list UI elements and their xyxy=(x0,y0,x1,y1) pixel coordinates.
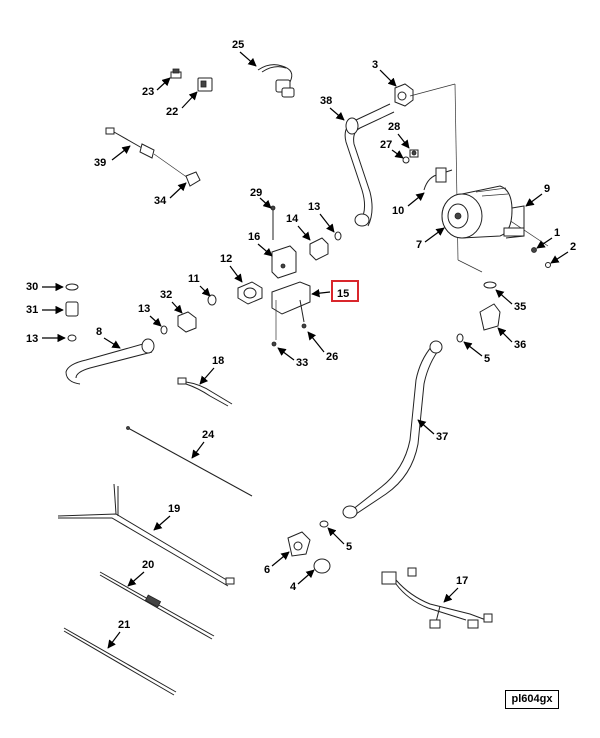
part-24-cable xyxy=(126,426,253,497)
part-23-clip xyxy=(170,68,182,79)
part-21-cable xyxy=(63,627,177,696)
callout-26: 26 xyxy=(326,351,338,363)
part-14-union xyxy=(309,237,329,261)
part-9-bracket xyxy=(503,205,525,239)
callout-28: 28 xyxy=(388,121,400,133)
part-11-oring xyxy=(207,294,217,306)
callout-15: 15 xyxy=(337,288,349,300)
callout-27: 27 xyxy=(380,139,392,151)
part-4-cap xyxy=(313,558,331,574)
part-27-washer xyxy=(402,156,410,164)
part-34-fitting xyxy=(185,171,201,187)
part-35-oring xyxy=(483,281,497,289)
callout-22: 22 xyxy=(166,106,178,118)
callout-37: 37 xyxy=(436,431,448,443)
callout-29: 29 xyxy=(250,187,262,199)
part-18-harness xyxy=(177,377,233,407)
part-28-fitting xyxy=(409,149,419,158)
callout-5-upper: 5 xyxy=(484,353,490,365)
part-2-washer xyxy=(545,262,551,268)
callout-31: 31 xyxy=(26,304,38,316)
part-5-oring-lower xyxy=(319,520,329,528)
part-1-screw xyxy=(531,247,537,253)
callout-34: 34 xyxy=(154,195,167,207)
part-20-cable xyxy=(99,571,215,640)
part-13-oring-left xyxy=(67,334,77,342)
part-32-nut xyxy=(177,311,197,333)
callout-8: 8 xyxy=(96,326,102,338)
callout-33: 33 xyxy=(296,357,308,369)
callout-32: 32 xyxy=(160,289,172,301)
callout-12: 12 xyxy=(220,253,232,265)
part-8-lower-hose xyxy=(65,338,155,385)
callout-3: 3 xyxy=(372,59,378,71)
callout-16: 16 xyxy=(248,231,260,243)
callout-39: 39 xyxy=(94,157,106,169)
part-13-oring-upper xyxy=(334,231,342,241)
part-37-return-hose xyxy=(342,340,443,519)
callout-20: 20 xyxy=(142,559,154,571)
callout-14: 14 xyxy=(286,213,299,225)
part-33-screw xyxy=(271,341,277,347)
callout-30: 30 xyxy=(26,281,38,293)
callout-5-lower: 5 xyxy=(346,541,352,553)
part-12-fitting xyxy=(237,281,263,305)
part-15-bracket-plate xyxy=(271,281,311,340)
callout-36: 36 xyxy=(514,339,526,351)
part-19-branched-harness xyxy=(57,483,235,587)
part-36-elbow xyxy=(479,303,501,331)
callout-21: 21 xyxy=(118,619,130,631)
callout-13-mid: 13 xyxy=(138,303,150,315)
callout-4: 4 xyxy=(290,581,297,593)
part-6-elbow-lower xyxy=(287,531,311,557)
part-7-pump-motor xyxy=(441,185,513,239)
callout-24: 24 xyxy=(202,429,215,441)
callout-13-upper: 13 xyxy=(308,201,320,213)
callout-18: 18 xyxy=(212,355,224,367)
callout-13-left: 13 xyxy=(26,333,38,345)
callout-35: 35 xyxy=(514,301,526,313)
part-39-sensor-cable xyxy=(105,127,189,179)
part-10-harness xyxy=(423,167,453,191)
part-17-harness xyxy=(381,567,493,629)
part-22-connector xyxy=(197,77,213,92)
callout-7: 7 xyxy=(416,239,422,251)
callout-11: 11 xyxy=(188,273,200,285)
callout-19: 19 xyxy=(168,503,180,515)
callout-9: 9 xyxy=(544,183,550,195)
part-13-oring-mid xyxy=(160,325,168,335)
part-3-elbow-fitting xyxy=(394,83,414,107)
callout-2: 2 xyxy=(570,241,576,253)
callout-17: 17 xyxy=(456,575,468,587)
callout-10: 10 xyxy=(392,205,404,217)
part-16-mounting-block xyxy=(271,245,297,279)
callout-1: 1 xyxy=(554,227,560,239)
part-5-oring-upper xyxy=(456,333,464,343)
callout-6: 6 xyxy=(264,564,270,576)
part-38-upper-hose xyxy=(344,103,395,227)
part-25-wiring-lead xyxy=(257,64,295,98)
part-29-screw xyxy=(270,205,276,240)
highlight-box-15 xyxy=(331,280,359,302)
callout-23: 23 xyxy=(142,86,154,98)
part-30-cap xyxy=(65,283,79,291)
part-31-nut xyxy=(65,301,79,317)
callout-25: 25 xyxy=(232,39,244,51)
plate-id-label: pl604gx xyxy=(505,690,559,709)
callout-38: 38 xyxy=(320,95,332,107)
